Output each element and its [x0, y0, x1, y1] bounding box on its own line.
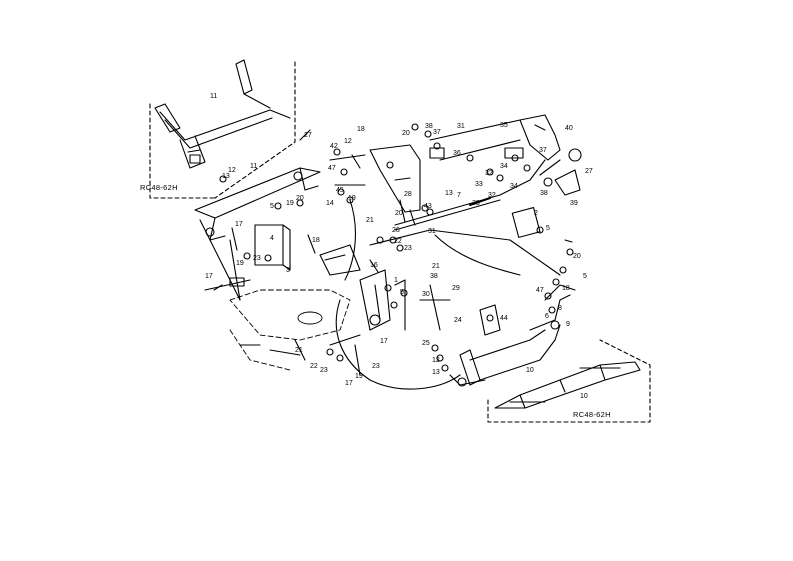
inset-bottom-right — [487, 339, 651, 423]
callout-labels: 11 11 12 13 5 19 20 17 4 23 19 3 17 18 2… — [205, 93, 593, 400]
callout-47-right: 47 — [536, 287, 544, 294]
callout-1: 1 — [394, 277, 398, 284]
callout-23-bottom: 23 — [372, 363, 380, 370]
callout-13-lower: 13 — [432, 369, 440, 376]
callout-37-top: 37 — [433, 129, 441, 136]
callout-5-right: 5 — [546, 225, 550, 232]
callout-43: 43 — [424, 203, 432, 210]
callout-5-mid: 5 — [400, 289, 404, 296]
callout-17-mid: 17 — [380, 338, 388, 345]
cables — [335, 199, 521, 390]
callout-20-mid: 20 — [395, 210, 403, 217]
callout-5-lower: 5 — [583, 273, 587, 280]
base-plate — [229, 289, 351, 371]
callout-10-inset: 10 — [580, 393, 588, 400]
callout-17-left: 17 — [235, 221, 243, 228]
callout-32-top: 32 — [485, 170, 493, 177]
callout-37-right: 37 — [539, 147, 547, 154]
callout-2: 2 — [534, 210, 538, 217]
fasteners — [213, 123, 574, 372]
inset-label-top-left: RC48-62H — [140, 183, 178, 192]
callout-30: 30 — [422, 291, 430, 298]
callout-20-top: 20 — [402, 130, 410, 137]
callout-4: 4 — [270, 235, 274, 242]
callout-24: 24 — [454, 317, 462, 324]
callout-10-main: 10 — [526, 367, 534, 374]
callout-36: 36 — [453, 150, 461, 157]
callout-17-bottom: 17 — [345, 380, 353, 387]
callout-18-left: 18 — [312, 237, 320, 244]
callout-33-top: 33 — [475, 181, 483, 188]
upper-right-brackets — [429, 114, 582, 196]
main-frame — [194, 167, 321, 301]
callout-38-mid: 38 — [430, 273, 438, 280]
callout-6: 6 — [545, 313, 549, 320]
callout-28: 28 — [404, 191, 412, 198]
callout-17-lower: 17 — [205, 273, 213, 280]
callout-8: 8 — [558, 305, 562, 312]
callout-31-mid: 31 — [428, 228, 436, 235]
callout-12-mid: 12 — [344, 138, 352, 145]
callout-32-right: 32 — [488, 192, 496, 199]
callout-14: 14 — [326, 200, 334, 207]
callout-38-top: 38 — [425, 123, 433, 130]
lever-plate — [359, 269, 406, 331]
callout-23-lower: 23 — [320, 367, 328, 374]
callout-35: 35 — [500, 122, 508, 129]
callout-21-upper: 21 — [366, 217, 374, 224]
callout-18-right: 18 — [562, 285, 570, 292]
callout-18-top: 18 — [357, 126, 365, 133]
callout-16: 16 — [370, 262, 378, 269]
callout-21-mid: 21 — [432, 263, 440, 270]
callout-22: 22 — [394, 238, 402, 245]
lower-hardware — [204, 244, 501, 376]
callout-23-mid: 23 — [404, 245, 412, 252]
callout-19-lower: 19 — [236, 260, 244, 267]
callout-11: 11 — [250, 163, 257, 170]
callout-5-left: 5 — [270, 203, 274, 210]
callout-20-left: 20 — [296, 195, 304, 202]
callout-29: 29 — [452, 285, 460, 292]
callout-13-left: 13 — [222, 173, 230, 180]
callout-19-left: 19 — [286, 200, 294, 207]
callout-3: 3 — [286, 267, 290, 274]
callout-40: 40 — [565, 125, 573, 132]
callout-34-right: 34 — [510, 183, 518, 190]
callout-34-top: 34 — [500, 163, 508, 170]
callout-9: 9 — [566, 321, 570, 328]
callout-19-mid: 19 — [348, 195, 356, 202]
callout-13-mid: 13 — [445, 190, 453, 197]
callout-25: 25 — [422, 340, 430, 347]
callout-45: 45 — [336, 187, 344, 194]
center-bracket — [329, 144, 421, 226]
callout-33-right: 33 — [472, 200, 480, 207]
callout-42: 42 — [330, 143, 338, 150]
callout-23-left: 23 — [253, 255, 261, 262]
callout-20-right: 20 — [573, 253, 581, 260]
callout-39: 39 — [570, 200, 578, 207]
inset-top-left — [149, 59, 296, 199]
callout-27-left: 27 — [304, 132, 312, 139]
callout-21-lower: 21 — [295, 347, 303, 354]
lower-arm — [449, 284, 576, 387]
callout-38-right: 38 — [540, 190, 548, 197]
callout-27-right: 27 — [585, 168, 593, 175]
inset-label-bottom-right: RC48-62H — [573, 410, 611, 419]
callout-44: 44 — [500, 315, 508, 322]
cross-rod — [369, 159, 561, 276]
callout-12-left: 12 — [228, 167, 236, 174]
callout-26: 26 — [392, 227, 400, 234]
callout-22-lower: 22 — [310, 363, 318, 370]
callout-47-mid: 47 — [328, 165, 336, 172]
callout-11-inset: 11 — [210, 93, 217, 100]
callout-31-top: 31 — [457, 123, 465, 130]
callout-12-lower: 12 — [432, 357, 440, 364]
callout-7: 7 — [457, 192, 461, 199]
callout-19-bottom: 19 — [355, 373, 363, 380]
